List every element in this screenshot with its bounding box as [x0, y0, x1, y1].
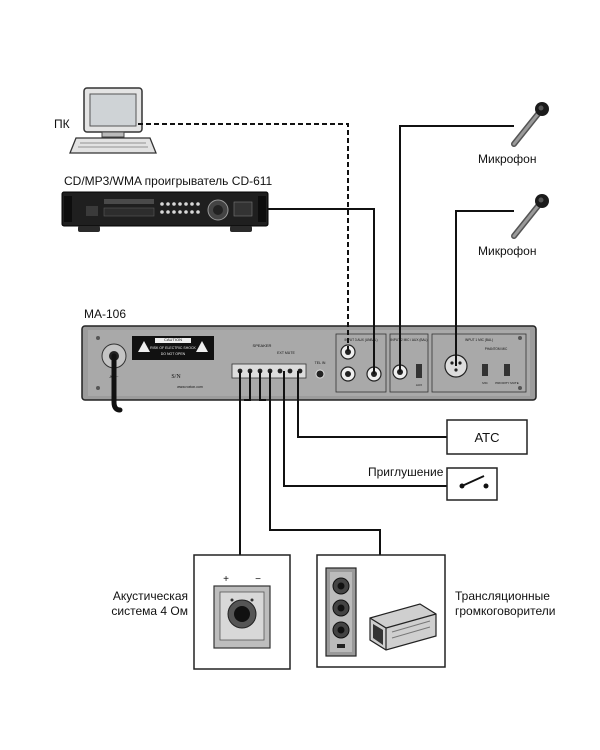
aux-switch-label: AUX [416, 383, 422, 387]
website-text: www.roxton.com [177, 385, 203, 389]
speaker-4ohm-label-line1: Акустическая [112, 589, 188, 603]
mic-top-cable [399, 125, 514, 372]
microphone-bottom-icon [511, 194, 549, 239]
speaker-header-text: SPEAKER [253, 343, 272, 348]
mute-switch-icon [446, 467, 498, 501]
priority-label: PRIORITY MUTE [495, 381, 518, 385]
input1-label: INPUT 1 MIC (BAL) [465, 338, 493, 342]
pc-label: ПК [54, 117, 70, 131]
caution-title-text: CAUTION [164, 337, 182, 342]
ats-box [446, 419, 528, 455]
phantom-label: PHANTOM MIC [485, 347, 508, 351]
pc-icon [69, 87, 157, 154]
input2-label: INPUT 2 MIC / AUX (BAL) [391, 338, 428, 342]
speaker-4ohm-icon [193, 554, 291, 670]
microphone-top-icon [511, 102, 549, 147]
ext-mute-header-text: EXT MUTE [277, 351, 295, 355]
mic-bottom-cable [455, 210, 514, 366]
amplifier-model-label: MA-106 [84, 307, 127, 321]
microphone-bottom-label: Микрофон [478, 244, 537, 258]
broadcast-speakers-label-line1: Трансляционные [455, 589, 550, 603]
speaker-4ohm-label-line2: система 4 Ом [111, 604, 188, 618]
serial-number-text: S/N [171, 374, 181, 380]
caution-text-line1: RISK OF ELECTRIC SHOCK [150, 346, 196, 350]
broadcast-speakers-icon [316, 554, 446, 668]
cd-player-icon [61, 191, 269, 232]
ats-label: АТС [474, 429, 500, 445]
mute-cable [283, 371, 447, 487]
speaker-minus-text: − [255, 574, 261, 585]
cd-player-label: CD/MP3/WMA проигрыватель CD-611 [64, 174, 273, 188]
mute-label: Приглушение [368, 465, 444, 479]
broadcast-speakers-label-line2: громкоговорители [455, 604, 556, 618]
broadcast-cable-b [259, 371, 266, 401]
tel-in-text: TEL IN [315, 361, 326, 365]
mic-switch-label: MIC [482, 381, 488, 385]
speaker-4ohm-cable-b [244, 371, 251, 401]
microphone-top-label: Микрофон [478, 152, 537, 166]
cd-cable [268, 208, 375, 374]
input3-label: INPUT 3 AUX (UNBAL) [344, 338, 377, 342]
speaker-plus-text: + [223, 574, 229, 585]
ats-cable [297, 371, 447, 438]
power-cord [111, 353, 123, 413]
broadcast-cable [269, 371, 381, 555]
caution-text-line2: DO NOT OPEN [161, 352, 186, 356]
pc-cable [138, 123, 349, 352]
